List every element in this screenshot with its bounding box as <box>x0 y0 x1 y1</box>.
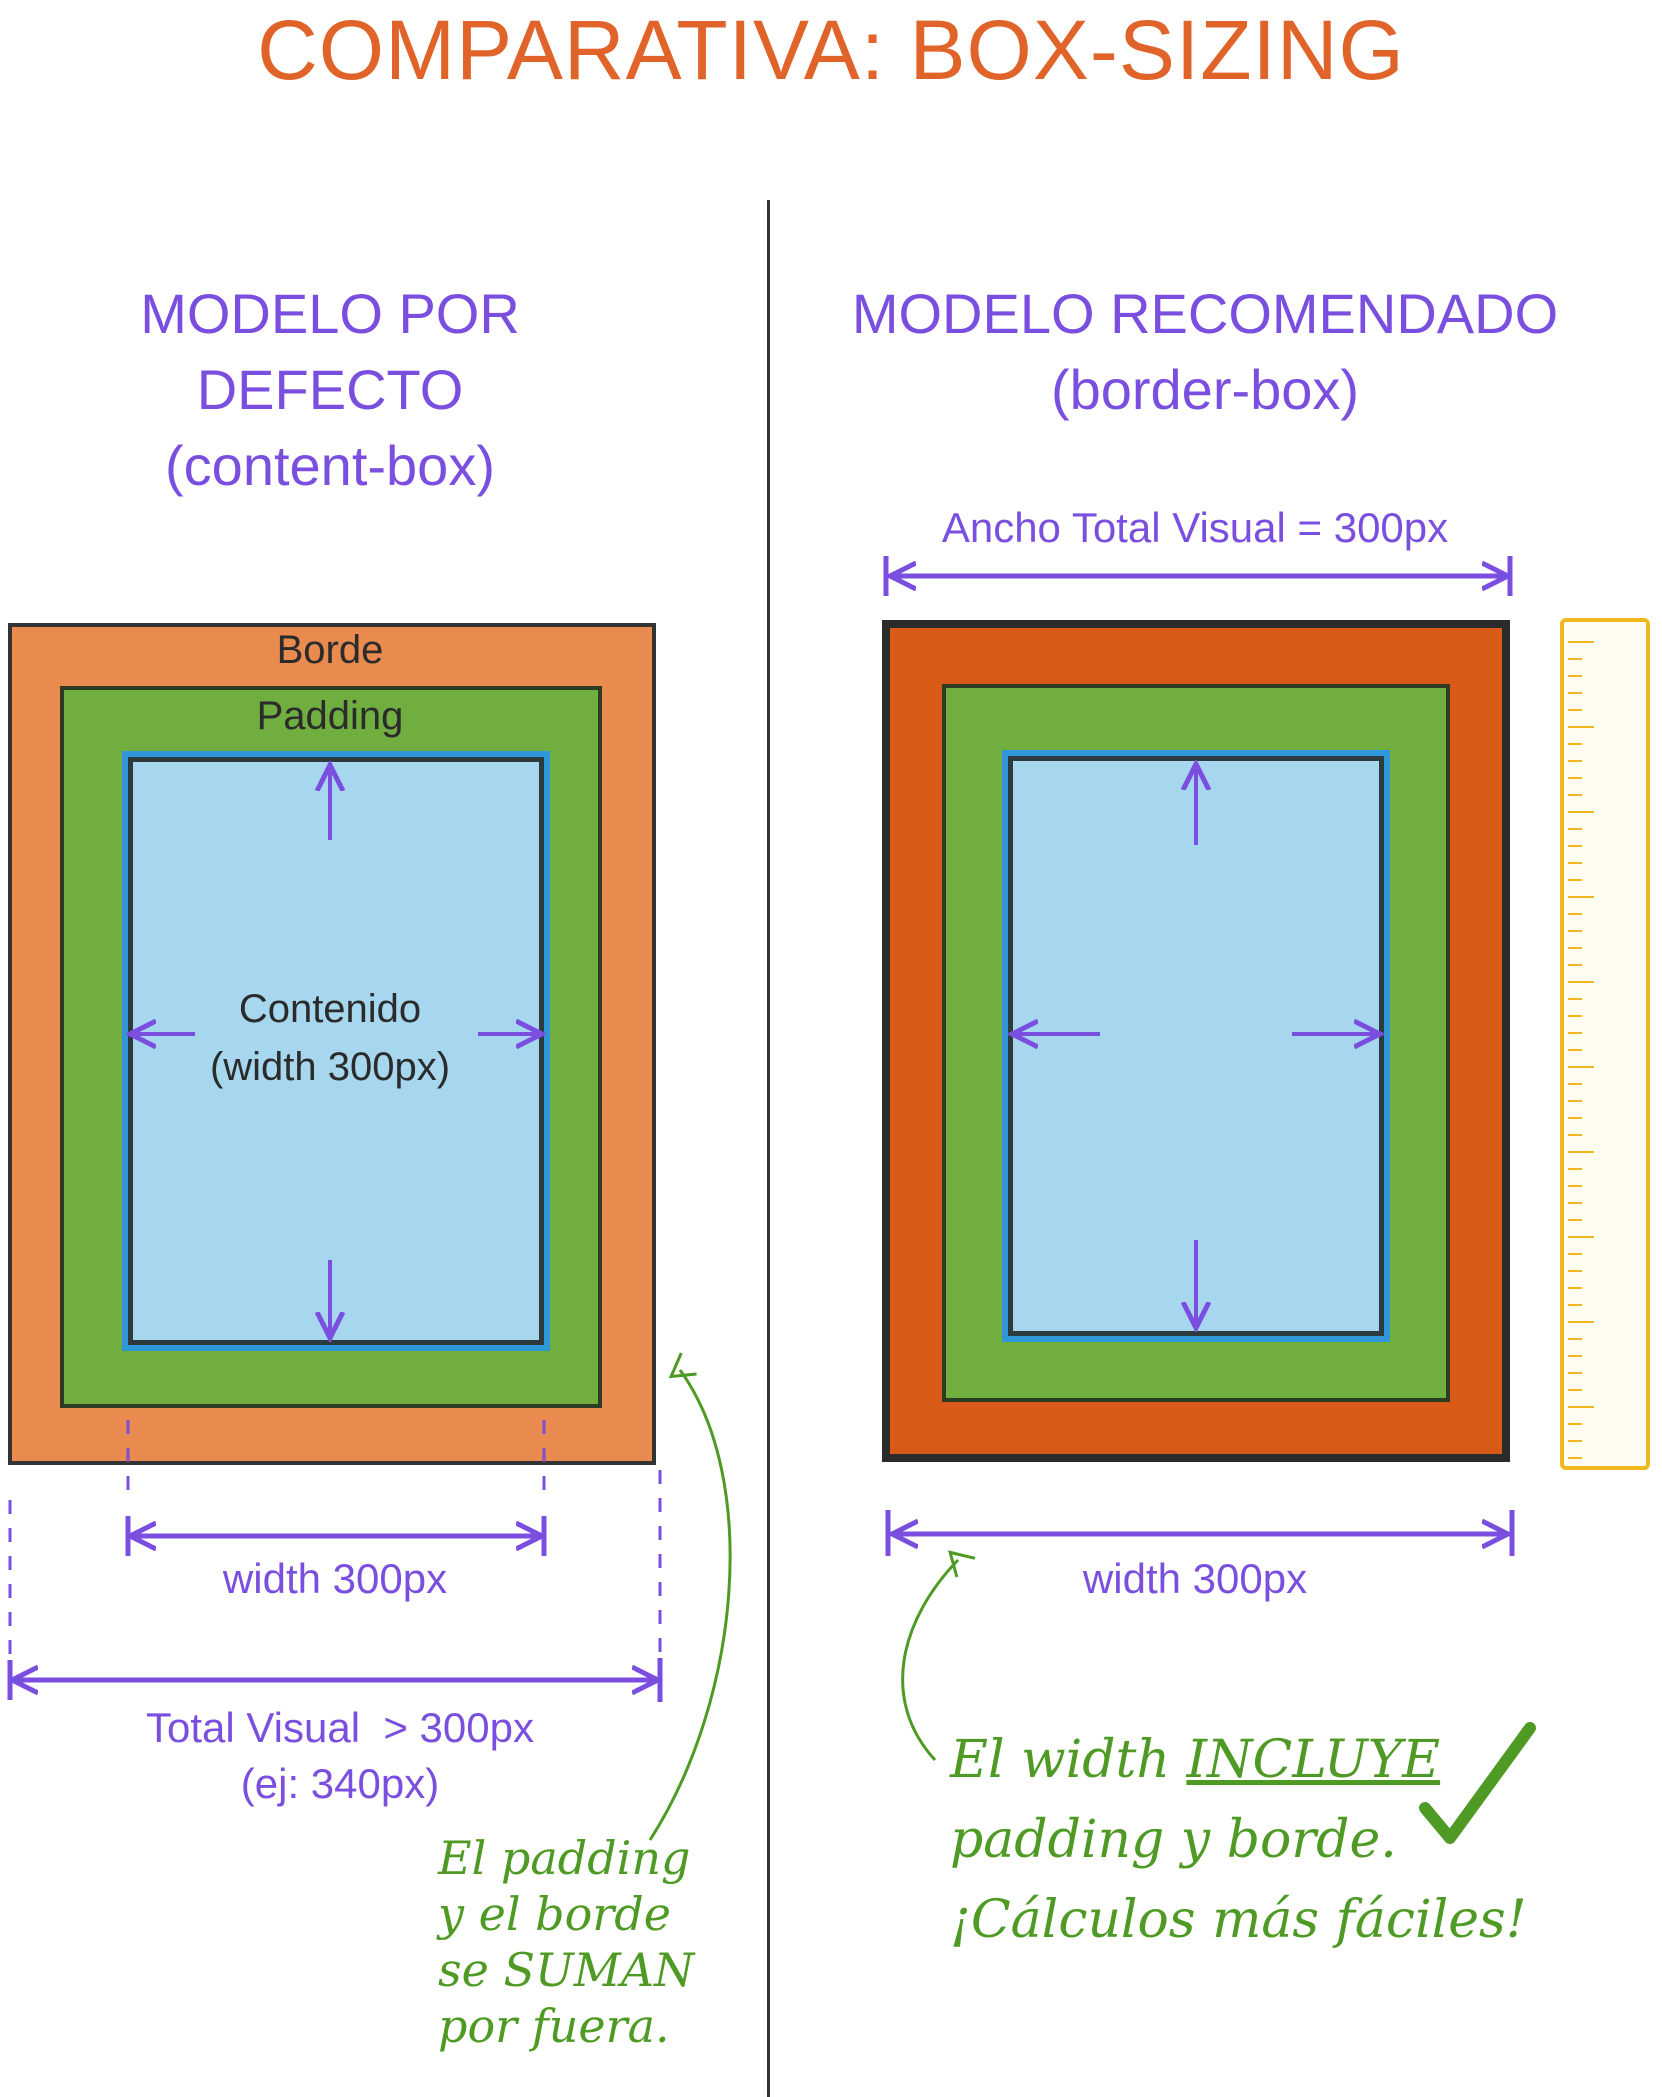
right-heading-model: MODELO RECOMENDADO <box>851 282 1559 345</box>
left-width-label: width 300px <box>222 1555 448 1602</box>
border-label: Borde <box>276 628 384 672</box>
ruler-icon <box>1560 618 1650 1470</box>
left-total-line2: (ej: 340px) <box>240 1760 440 1807</box>
right-note-line3: ¡Cálculos más fáciles! <box>950 1890 1527 1950</box>
right-note-line2: padding y borde. <box>950 1810 1397 1870</box>
page-title: COMPARATIVA: BOX-SIZING <box>257 3 1405 97</box>
left-content-arrows <box>130 765 542 1338</box>
left-width-arrow <box>125 1516 547 1556</box>
left-total-arrow <box>7 1658 663 1702</box>
left-content-box <box>122 751 550 1351</box>
left-note-line4: por fuera. <box>438 1999 670 2053</box>
right-width-arrow <box>885 1510 1515 1556</box>
content-label-width: (width 300px) <box>209 1045 451 1089</box>
checkmark-icon <box>1419 1722 1536 1844</box>
right-note-emphasis: INCLUYE <box>1186 1730 1441 1790</box>
left-note-line1: El padding <box>438 1831 691 1885</box>
left-total-label: Total Visual > 300px (ej: 340px) <box>60 1700 620 1812</box>
left-note-line2: y el borde <box>438 1887 671 1941</box>
left-total-line1: Total Visual > 300px <box>146 1704 534 1751</box>
right-total-label: Ancho Total Visual = 300px <box>941 504 1449 551</box>
right-note-line1-pre: El width <box>950 1730 1187 1790</box>
content-label: Contenido (width 300px) <box>150 980 510 1096</box>
right-heading-value: (border-box) <box>1050 358 1360 421</box>
right-content-arrows <box>1012 764 1380 1328</box>
content-label-title: Contenido <box>238 987 422 1031</box>
padding-label: Padding <box>256 694 404 738</box>
right-width-label: width 300px <box>1082 1555 1308 1602</box>
right-heading: MODELO RECOMENDADO (border-box) <box>800 276 1610 428</box>
vertical-divider <box>767 200 770 2097</box>
left-heading-value: (content-box) <box>165 434 495 497</box>
left-dashed-guides <box>8 1420 662 1690</box>
left-note-line3: se SUMAN <box>438 1943 695 1997</box>
right-note-line1: El width INCLUYE <box>950 1720 1570 1800</box>
note-arrows <box>648 1352 976 1841</box>
left-note: El padding y el borde se SUMAN por fuera… <box>438 1830 738 2054</box>
right-note: El width INCLUYE padding y borde. ¡Cálcu… <box>950 1720 1570 1960</box>
left-heading-model: MODELO POR DEFECTO <box>140 282 520 421</box>
ruler-ticks <box>1568 641 1594 1459</box>
right-total-arrow <box>883 556 1513 596</box>
left-heading: MODELO POR DEFECTO (content-box) <box>0 276 660 504</box>
